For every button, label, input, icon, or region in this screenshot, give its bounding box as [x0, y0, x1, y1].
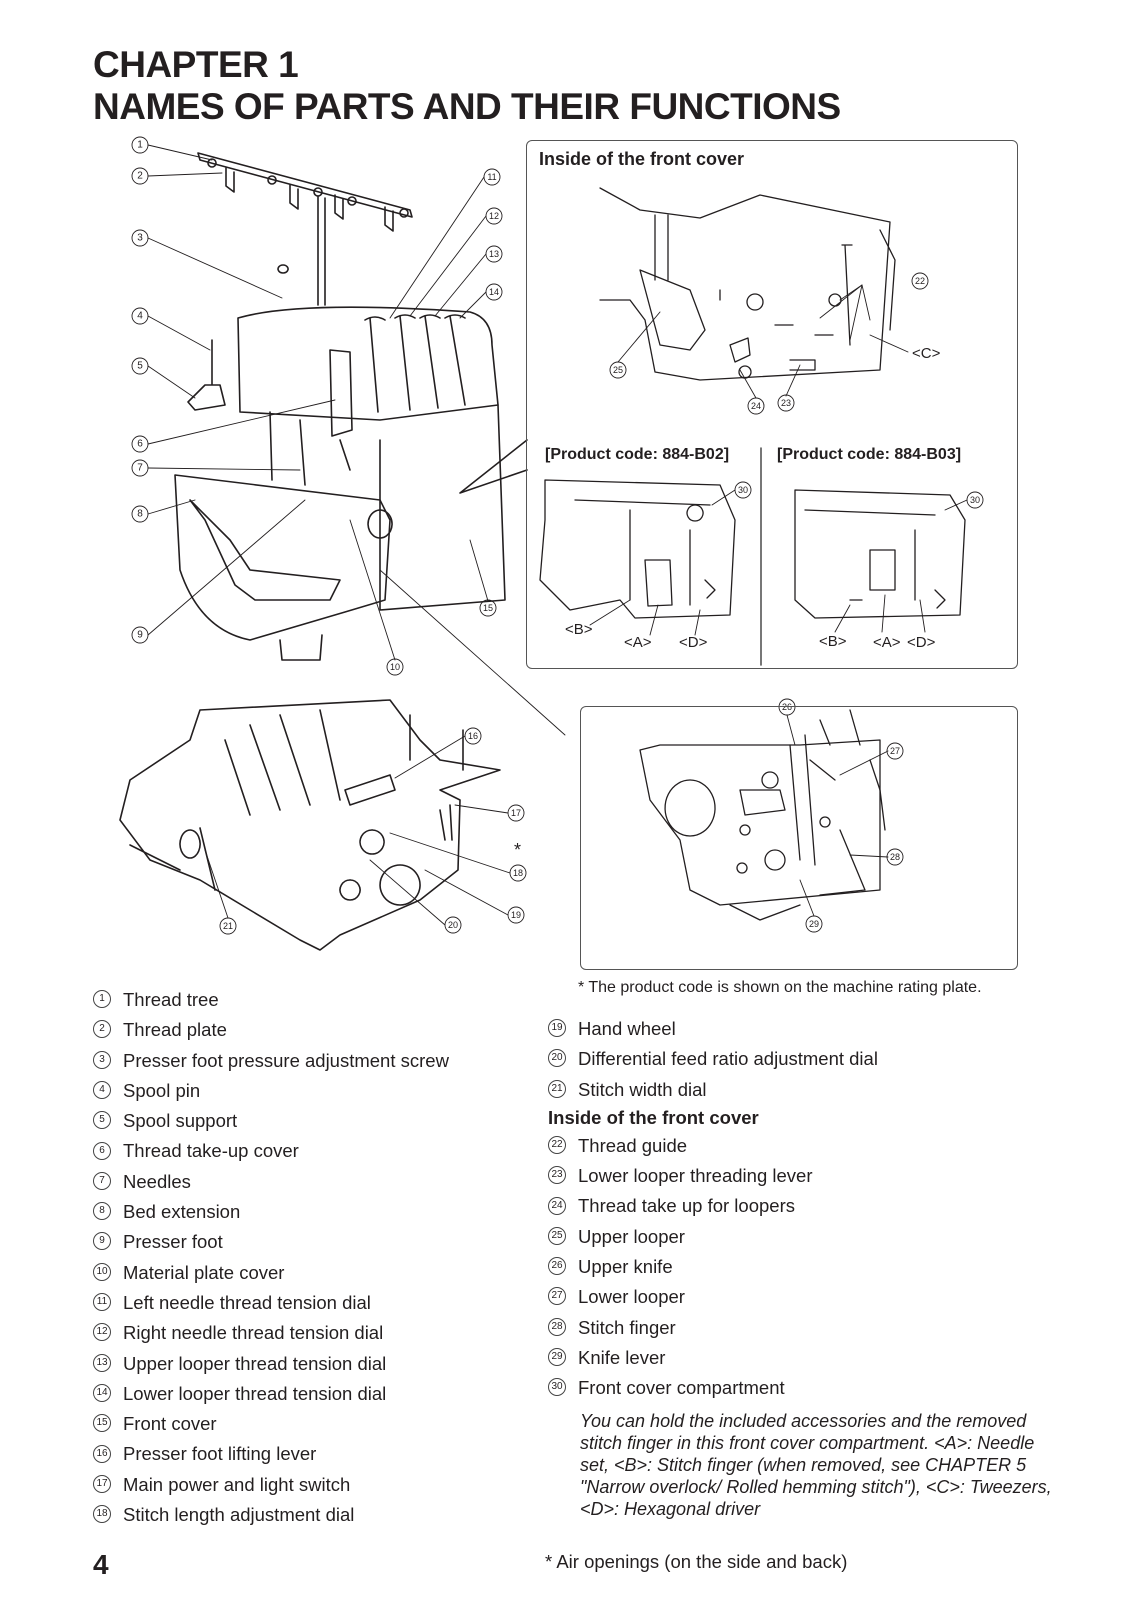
svg-text:1: 1 [137, 140, 143, 151]
svg-text:20: 20 [448, 920, 458, 930]
label-b-b02: <B> [565, 621, 593, 638]
svg-text:5: 5 [137, 361, 143, 372]
product-code-note: * The product code is shown on the machi… [578, 979, 982, 996]
svg-text:9: 9 [137, 630, 143, 641]
compartment-b02-drawing [539, 479, 736, 619]
serger-back-drawing [119, 699, 501, 951]
label-a-b03: <A> [873, 634, 901, 651]
air-opening-star: * [514, 840, 522, 860]
svg-text:15: 15 [483, 603, 493, 613]
svg-text:4: 4 [137, 311, 143, 322]
svg-text:3: 3 [137, 233, 143, 244]
svg-text:6: 6 [137, 439, 143, 450]
chapter-title: CHAPTER 1 NAMES OF PARTS AND THEIR FUNCT… [93, 44, 841, 128]
svg-text:19: 19 [511, 910, 521, 920]
product-code-b02: [Product code: 884-B02] [545, 446, 730, 463]
chapter-number: CHAPTER 1 [93, 44, 299, 85]
svg-text:22: 22 [915, 276, 925, 286]
svg-text:8: 8 [137, 509, 143, 520]
thread-tree-drawing [197, 152, 413, 306]
inside-front-cover-box: Inside of the front cover [Product code:… [526, 140, 1018, 669]
inside-cover-drawing [599, 187, 896, 381]
svg-text:26: 26 [782, 702, 792, 712]
air-openings-note: * Air openings (on the side and back) [545, 1551, 848, 1572]
inside-cover-heading: Inside of the front cover [548, 1106, 759, 1128]
compartment-description: You can hold the included accessories an… [580, 1411, 1052, 1519]
svg-text:16: 16 [468, 731, 478, 741]
page-number: 4 [93, 1549, 109, 1580]
label-a-b02: <A> [624, 634, 652, 651]
svg-text:17: 17 [511, 808, 521, 818]
svg-text:18: 18 [513, 868, 523, 878]
svg-text:7: 7 [137, 463, 143, 474]
svg-text:29: 29 [809, 919, 819, 929]
label-c: <C> [912, 345, 941, 362]
looper-detail-box [580, 706, 1018, 970]
svg-text:21: 21 [223, 921, 233, 931]
svg-text:30: 30 [738, 485, 748, 495]
looper-detail-drawing [639, 709, 886, 921]
compartment-b03-drawing [794, 489, 966, 619]
chapter-heading: NAMES OF PARTS AND THEIR FUNCTIONS [93, 86, 841, 127]
label-d-b02: <D> [679, 634, 708, 651]
svg-text:27: 27 [890, 746, 900, 756]
svg-text:28: 28 [890, 852, 900, 862]
svg-text:13: 13 [489, 249, 499, 259]
svg-text:25: 25 [613, 365, 623, 375]
serger-front-drawing [174, 264, 506, 661]
svg-text:12: 12 [489, 211, 499, 221]
label-b-b03: <B> [819, 633, 847, 650]
svg-text:14: 14 [489, 287, 499, 297]
label-d-b03: <D> [907, 634, 936, 651]
svg-text:23: 23 [781, 398, 791, 408]
inside-front-cover-title: Inside of the front cover [539, 149, 745, 169]
svg-text:10: 10 [390, 662, 400, 672]
svg-text:11: 11 [487, 172, 496, 182]
svg-text:24: 24 [751, 401, 761, 411]
svg-text:2: 2 [137, 171, 143, 182]
product-code-b03: [Product code: 884-B03] [777, 446, 962, 463]
svg-text:30: 30 [970, 495, 980, 505]
